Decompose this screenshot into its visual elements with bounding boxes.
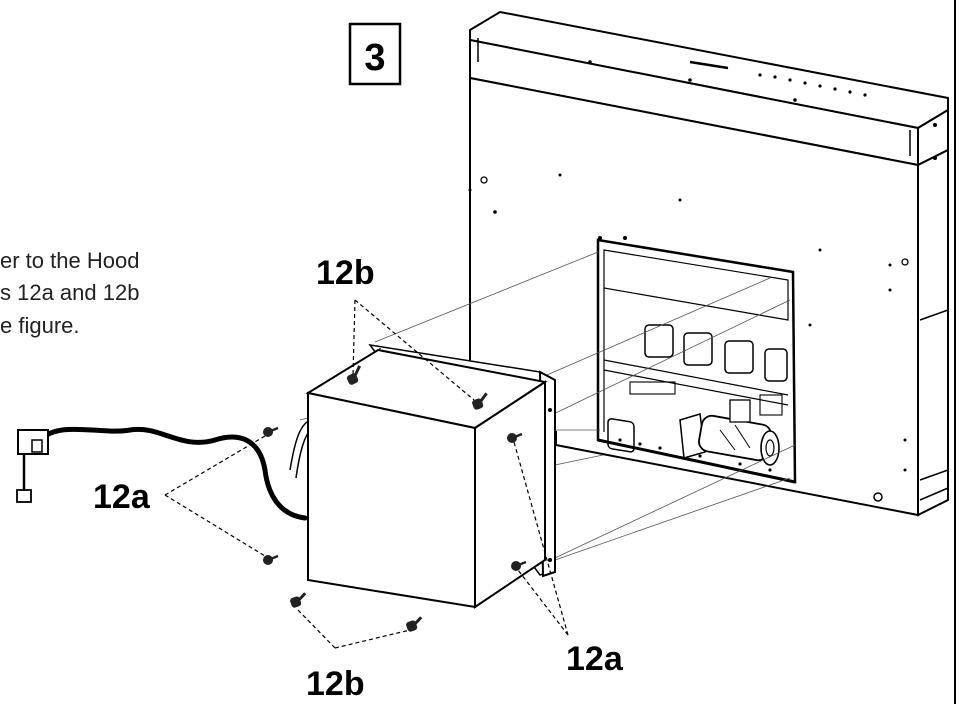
screw-12a-right-bottom — [511, 560, 527, 571]
alignment-lines — [299, 251, 796, 566]
instruction-line-3: e figure. — [0, 313, 80, 338]
step-number: 3 — [364, 37, 385, 79]
blower-motor — [679, 399, 780, 466]
callout-labels: 12b 12a 12a 12b — [93, 254, 624, 703]
screw-12b-bottom-right — [406, 616, 423, 632]
screw-12b-bottom-left — [290, 592, 307, 608]
instruction-line-1: er to the Hood — [0, 248, 139, 273]
callout-12b-bottom: 12b — [306, 665, 365, 703]
instruction-text: er to the Hood s 12a and 12b e figure. — [0, 248, 139, 338]
instruction-line-2: s 12a and 12b — [0, 280, 139, 305]
fireplace-hood — [468, 10, 949, 517]
step-number-box: 3 — [348, 22, 402, 86]
callout-12a-right: 12a — [566, 640, 624, 678]
leader-lines — [164, 299, 569, 649]
callout-12b-top: 12b — [316, 254, 375, 292]
screw-12b-top-left — [346, 365, 362, 385]
screw-12a-left-bottom — [263, 554, 279, 565]
callout-12a-left: 12a — [93, 478, 151, 516]
screw-12a-right-top — [507, 432, 523, 443]
hood-opening — [596, 238, 797, 484]
screw-12a-left-top — [263, 426, 279, 437]
blower-box — [305, 343, 556, 609]
screws — [263, 365, 527, 632]
plug-icon — [17, 429, 49, 455]
screw-12b-top-right — [472, 392, 488, 410]
